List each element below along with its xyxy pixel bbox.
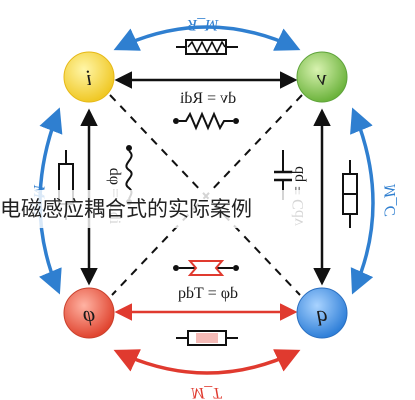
- outer-arc-right: [350, 107, 375, 295]
- node-i: i: [63, 51, 115, 103]
- equation-top: dv = Rdi: [179, 90, 236, 107]
- label-m-t: M_T: [190, 384, 222, 400]
- node-v: v: [296, 51, 348, 103]
- outer-arc-bottom: [113, 349, 301, 375]
- node-phi: φ: [63, 287, 115, 339]
- right-arc-element-icon: [342, 160, 358, 228]
- node-q: q: [296, 287, 348, 339]
- bottom-arc-element-icon: [176, 330, 238, 346]
- equation-bottom: dφ = Tdq: [178, 285, 238, 302]
- label-m-c: M_C: [382, 183, 399, 216]
- outer-arc-top: [113, 25, 301, 51]
- caption-banner: 电磁感应耦合式的实际案例: [0, 190, 318, 228]
- inner-red-element-icon: [173, 260, 239, 276]
- resistor-top-icon: [176, 39, 238, 55]
- inner-resistor-icon: [173, 111, 239, 131]
- svg-text:v: v: [317, 65, 327, 90]
- svg-text:q: q: [317, 301, 328, 326]
- label-m-r: M_R: [187, 16, 219, 33]
- svg-text:φ: φ: [83, 301, 95, 326]
- svg-text:i: i: [86, 65, 92, 90]
